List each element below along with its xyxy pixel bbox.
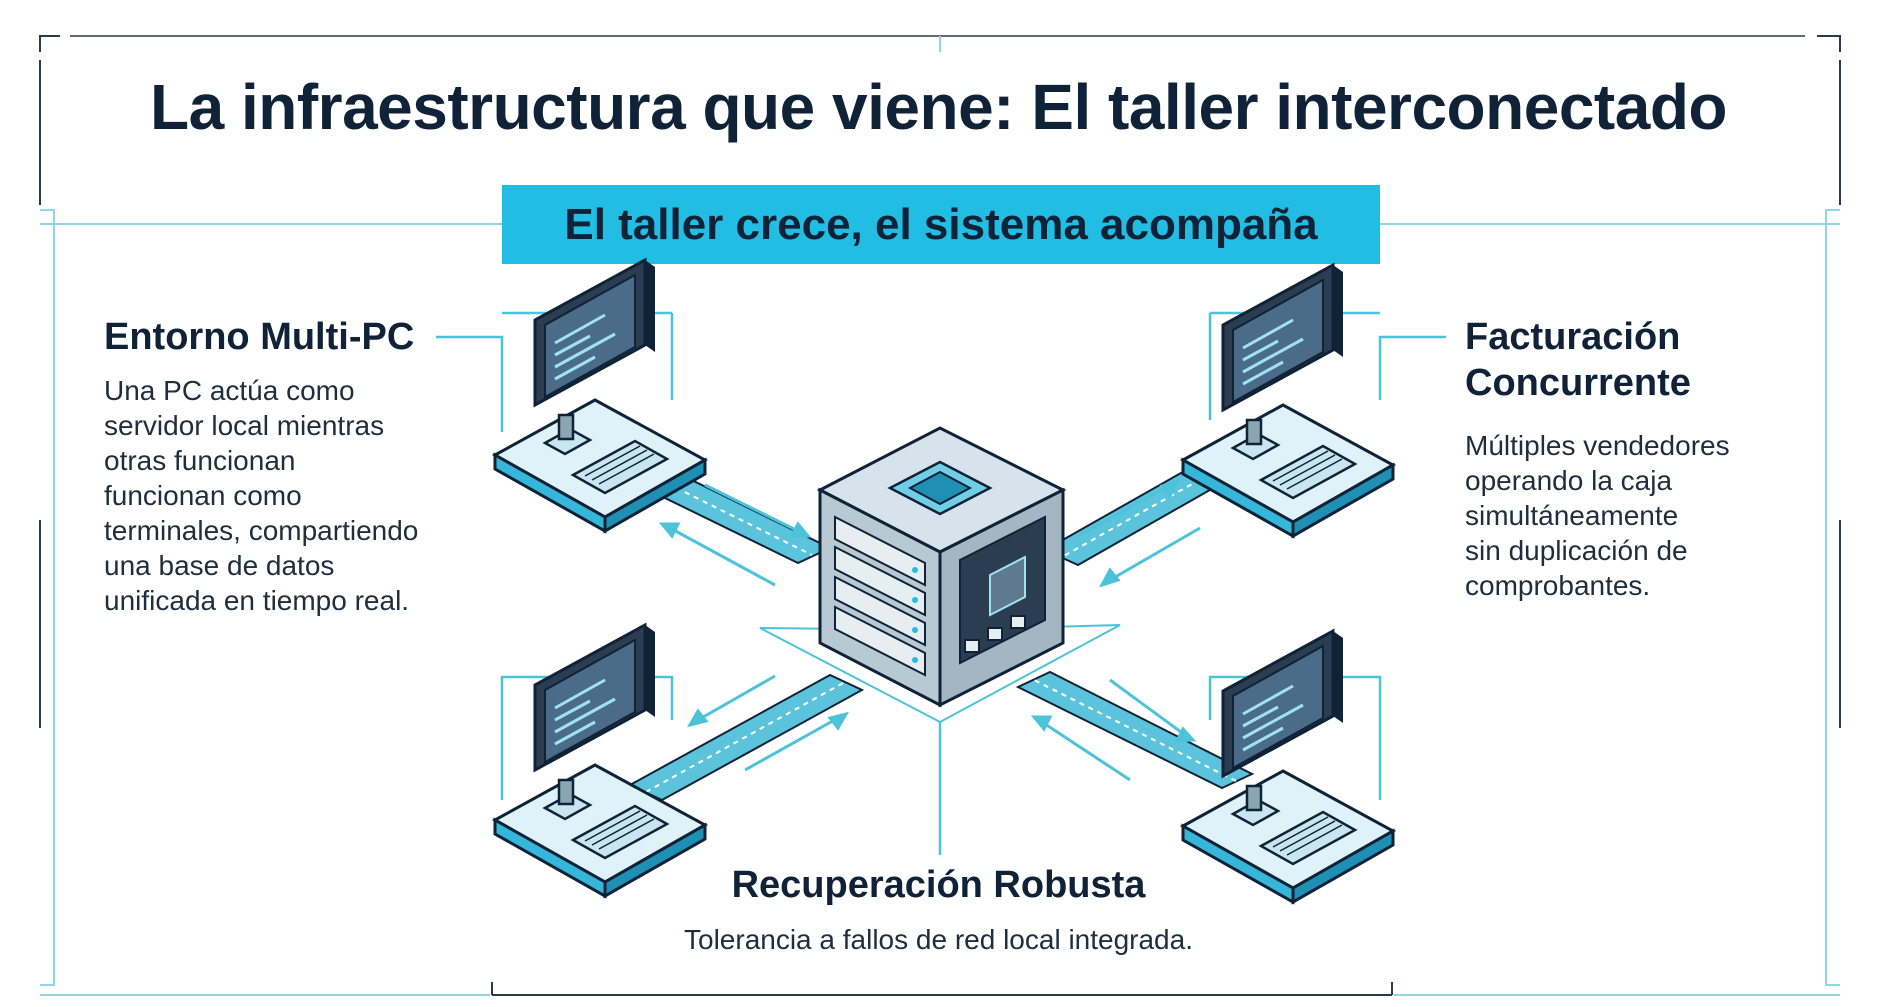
workstation-top-right-icon xyxy=(1181,263,1395,538)
recovery-title: Recuperación Robusta xyxy=(731,864,1146,906)
billing-title: Facturación Concurrente xyxy=(1465,314,1691,406)
multi-pc-desc-line: servidor local mientras xyxy=(104,410,385,441)
subtitle-banner: El taller crece, el sistema acompaña xyxy=(502,185,1380,264)
multi-pc-desc-line: funcionan como xyxy=(104,480,302,511)
page-title: La infraestructura que viene: El taller … xyxy=(150,71,1728,143)
multi-pc-desc-line: terminales, compartiendo xyxy=(104,515,419,546)
multi-pc-desc-line: unificada en tiempo real. xyxy=(104,585,410,616)
workstation-top-left-icon xyxy=(493,258,707,533)
recovery-description: Tolerancia a fallos de red local integra… xyxy=(684,924,1193,955)
billing-desc-line: comprobantes. xyxy=(1465,570,1651,601)
billing-description: Múltiples vendedores operando la caja si… xyxy=(1465,428,1730,603)
billing-title-line: Facturación xyxy=(1465,316,1681,358)
multi-pc-desc-line: otras funcionan xyxy=(104,445,296,476)
multi-pc-desc-line: Una PC actúa como xyxy=(104,375,355,406)
server-cube-icon xyxy=(816,426,1067,708)
multi-pc-description: Una PC actúa como servidor local mientra… xyxy=(104,373,418,618)
multi-pc-desc-line: una base de datos xyxy=(104,550,335,581)
data-flow-arrows xyxy=(658,478,1201,782)
banner-text: El taller crece, el sistema acompaña xyxy=(564,199,1318,249)
multi-pc-title: Entorno Multi-PC xyxy=(104,316,415,358)
billing-desc-line: simultáneamente xyxy=(1465,500,1679,531)
billing-title-line: Concurrente xyxy=(1465,362,1691,404)
billing-desc-line: Múltiples vendedores xyxy=(1465,430,1730,461)
billing-desc-line: operando la caja xyxy=(1465,465,1673,496)
billing-desc-line: sin duplicación de xyxy=(1465,535,1688,566)
